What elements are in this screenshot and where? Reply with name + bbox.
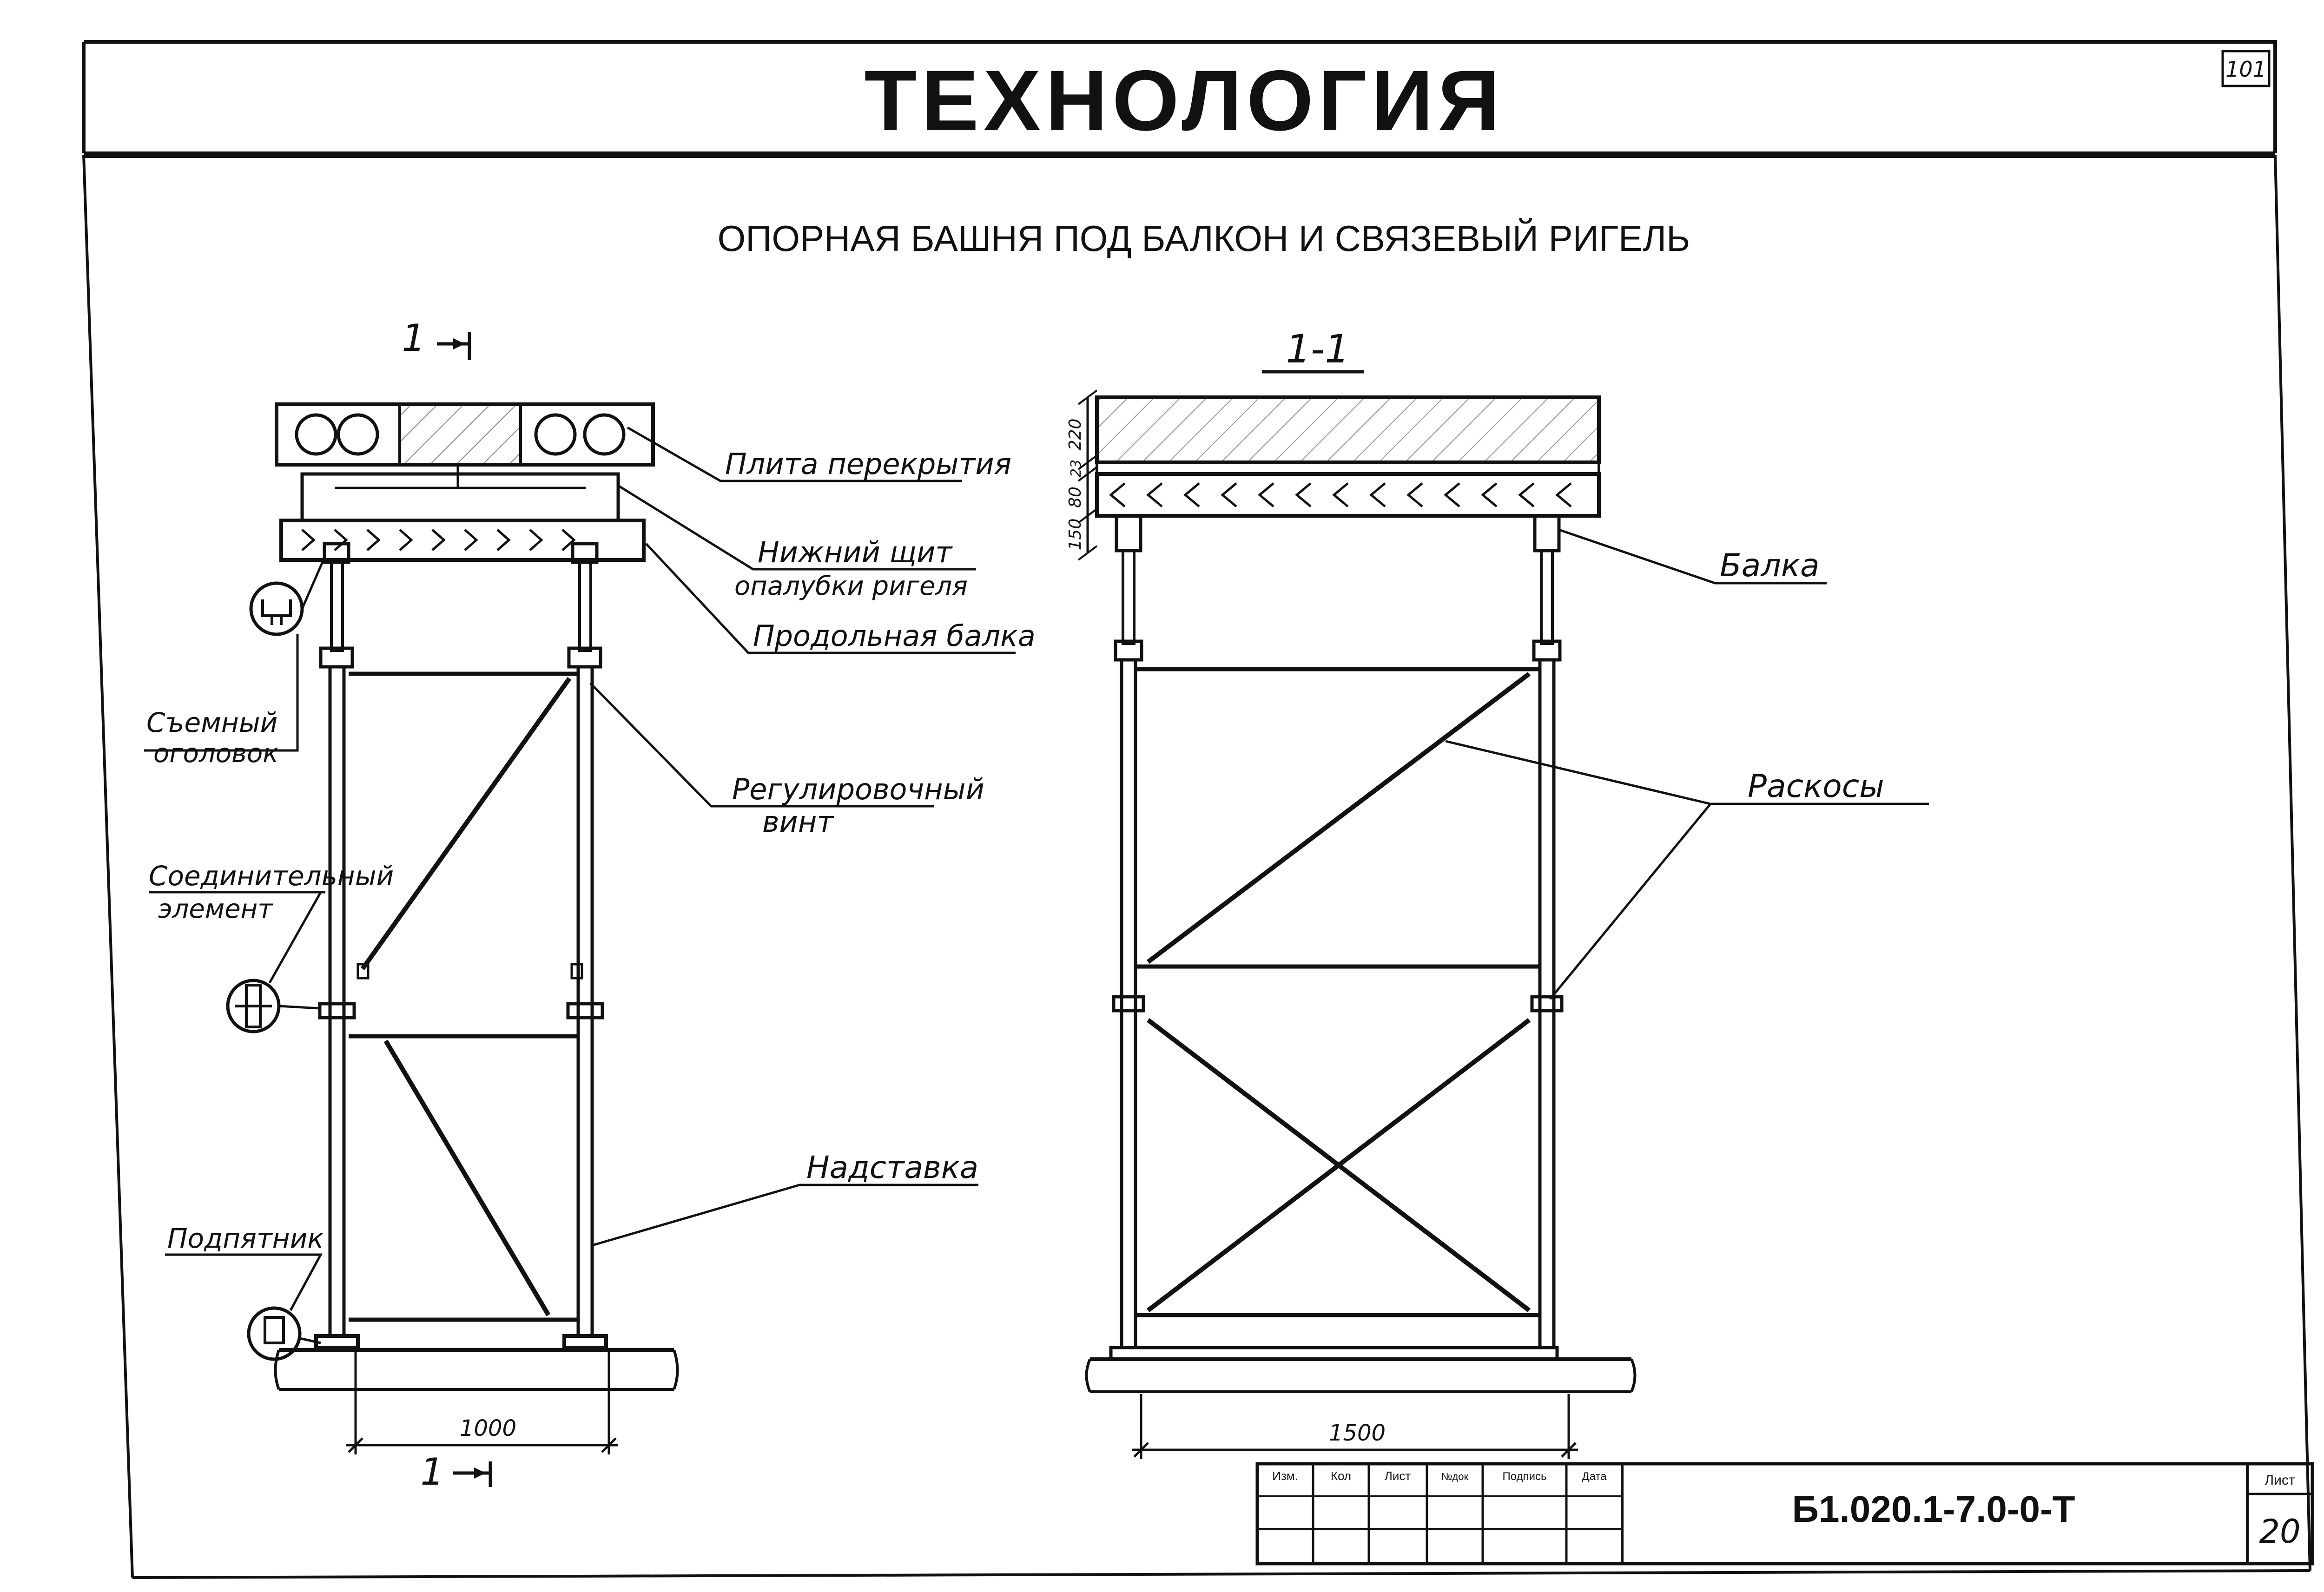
page-number-box: 101 bbox=[2221, 50, 2271, 87]
bottom-panel-left bbox=[300, 472, 620, 522]
label-braces: Раскосы bbox=[1748, 768, 1884, 805]
left-callouts: Плита перекрытия Нижний щит опалубки риг… bbox=[144, 426, 1036, 1311]
post-left-2 bbox=[562, 542, 608, 1349]
dim-80: 80 bbox=[1066, 487, 1085, 508]
base-plate-detail bbox=[247, 1306, 321, 1361]
col-podpis: Подпись bbox=[1503, 1470, 1547, 1483]
page-number: 101 bbox=[2225, 57, 2266, 82]
section-mark-top: 1 bbox=[402, 316, 426, 360]
dimension-1500: 1500 bbox=[1329, 1420, 1386, 1446]
label-connector-1: Соединительный bbox=[149, 860, 394, 892]
label-bottom-panel-1: Нижний щит bbox=[758, 535, 953, 569]
label-extension: Надставка bbox=[806, 1150, 978, 1185]
col-kol: Кол bbox=[1331, 1469, 1351, 1483]
floor-slab-section bbox=[1095, 395, 1601, 518]
label-adjust-screw-2: винт bbox=[762, 805, 834, 839]
layer-dimensions: 220 23 80 150 bbox=[1066, 389, 1098, 561]
label-base-plate: Подпятник bbox=[167, 1223, 324, 1254]
col-izm: Изм. bbox=[1272, 1469, 1298, 1483]
bracing-left bbox=[349, 671, 583, 1322]
front-view: 1 bbox=[226, 316, 679, 1493]
longitudinal-beam bbox=[279, 519, 646, 562]
col-ndok: №док bbox=[1441, 1471, 1469, 1482]
label-slab: Плита перекрытия bbox=[725, 447, 1011, 481]
label-long-beam: Продольная балка bbox=[753, 619, 1036, 653]
ground-section bbox=[1085, 1346, 1637, 1393]
sheet-number: 20 bbox=[2259, 1513, 2300, 1551]
floor-slab-left bbox=[275, 402, 655, 467]
label-bottom-panel-2: опалубки ригеля bbox=[734, 571, 968, 601]
section-title: 1-1 bbox=[1286, 326, 1349, 372]
title-block: Изм. Кол Лист №док Подпись Дата Б1.020.1… bbox=[1255, 1462, 2314, 1566]
label-adjust-screw-1: Регулировочный bbox=[732, 772, 984, 806]
connector-detail bbox=[226, 979, 320, 1033]
dimension-section: 1500 bbox=[1132, 1394, 1578, 1459]
post-section-2 bbox=[1530, 514, 1564, 1349]
post-section-1 bbox=[1112, 514, 1145, 1349]
col-list: Лист bbox=[1385, 1469, 1411, 1483]
col-data: Дата bbox=[1582, 1470, 1607, 1483]
document-code: Б1.020.1-7.0-0-Т bbox=[1792, 1488, 2075, 1530]
dimension-1000: 1000 bbox=[460, 1415, 516, 1441]
dim-220: 220 bbox=[1066, 419, 1085, 451]
label-removable-head-2: оголовок bbox=[153, 738, 278, 769]
dimension-left: 1000 bbox=[346, 1352, 618, 1454]
page-title: ТЕХНОЛОГИЯ bbox=[864, 53, 1504, 149]
label-connector-2: элемент bbox=[158, 894, 273, 924]
bracing-section bbox=[1136, 667, 1540, 1317]
ground-left bbox=[274, 1348, 679, 1391]
section-callouts: Балка Раскосы bbox=[1445, 528, 1929, 1000]
sheet-frame bbox=[82, 40, 2311, 1579]
sheet-label: Лист bbox=[2265, 1473, 2295, 1488]
label-removable-head-1: Съемный bbox=[146, 707, 277, 738]
dim-150: 150 bbox=[1066, 519, 1085, 551]
section-mark-bottom: 1 bbox=[421, 1450, 444, 1493]
drawing-subtitle: ОПОРНАЯ БАШНЯ ПОД БАЛКОН И СВЯЗЕВЫЙ РИГЕ… bbox=[718, 218, 1690, 259]
removable-head-detail bbox=[249, 557, 326, 636]
section-view: 1-1 220 23 80 150 bbox=[1066, 326, 1637, 1459]
label-beam: Балка bbox=[1720, 547, 1820, 584]
dim-23: 23 bbox=[1068, 460, 1084, 477]
